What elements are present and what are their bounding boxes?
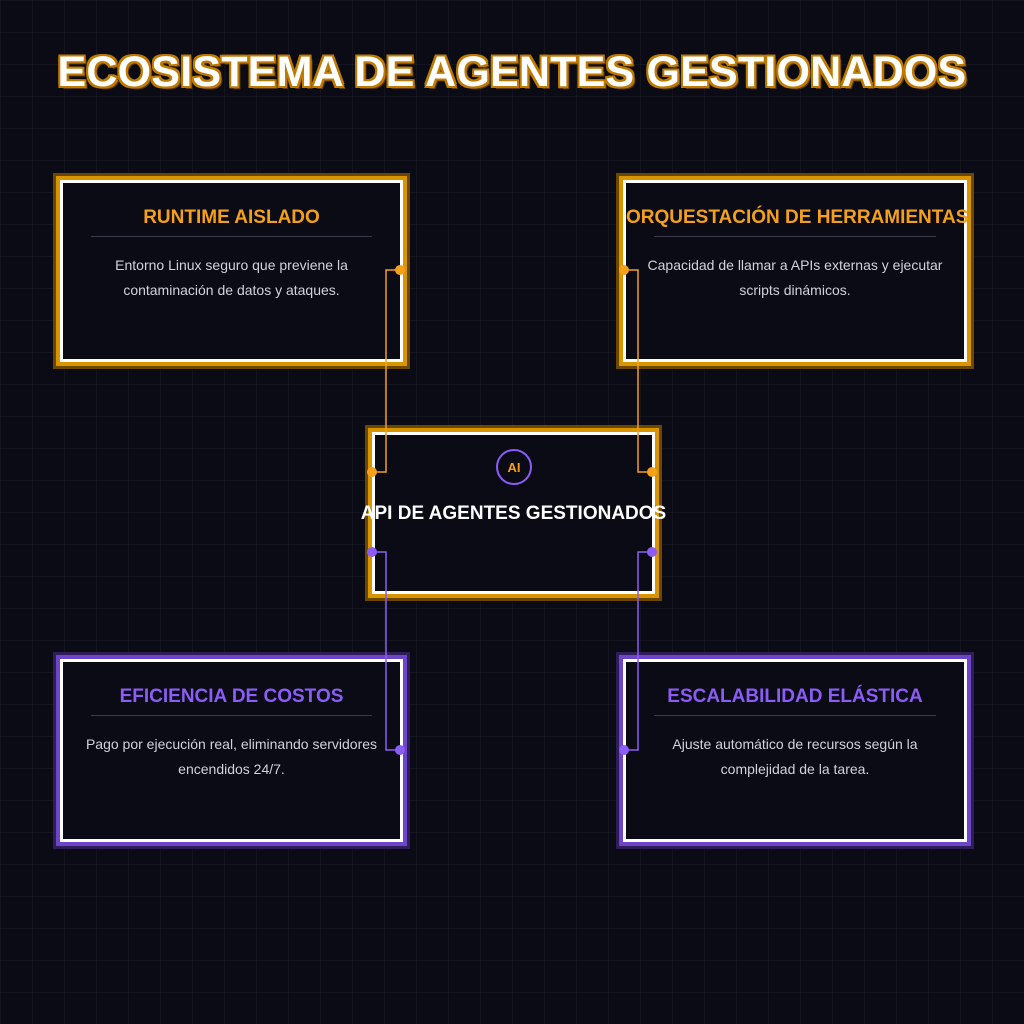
card-title: RUNTIME AISLADO — [143, 207, 320, 228]
card-divider — [91, 236, 372, 237]
center-title: API DE AGENTES GESTIONADOS — [360, 503, 667, 524]
card-escalabilidad-elastica: ESCALABILIDAD ELÁSTICA Ajuste automático… — [623, 659, 967, 842]
card-divider — [654, 715, 936, 716]
card-description: Capacidad de llamar a APIs externas y ej… — [647, 257, 943, 298]
card-title: ORQUESTACIÓN DE HERRAMIENTAS — [626, 207, 969, 228]
card-description: Pago por ejecución real, eliminando serv… — [85, 736, 378, 777]
card-description: Ajuste automático de recursos según la c… — [672, 736, 918, 777]
card-description: Entorno Linux seguro que previene la con… — [115, 257, 348, 298]
card-divider — [654, 236, 936, 237]
center-api-card: AI API DE AGENTES GESTIONADOS — [361, 432, 666, 594]
card-orquestacion-herramientas: ORQUESTACIÓN DE HERRAMIENTAS Capacidad d… — [623, 180, 969, 362]
card-title: EFICIENCIA DE COSTOS — [119, 686, 344, 707]
card-title: ESCALABILIDAD ELÁSTICA — [667, 686, 923, 707]
card-runtime-aislado: RUNTIME AISLADO Entorno Linux seguro que… — [60, 180, 403, 362]
diagram-title: ECOSISTEMA DE AGENTES GESTIONADOS — [57, 48, 967, 96]
card-divider — [91, 715, 372, 716]
card-eficiencia-costos: EFICIENCIA DE COSTOS Pago por ejecución … — [60, 659, 403, 842]
ai-icon: AI — [496, 449, 532, 485]
